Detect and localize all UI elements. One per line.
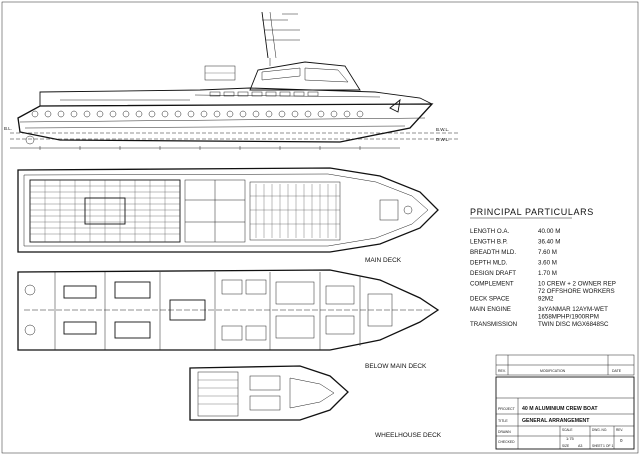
particular-value: 72 OFFSHORE WORKERS [538, 288, 615, 295]
particular-label: DEPTH MLD. [470, 260, 508, 267]
wheelhouse-deck-label: WHEELHOUSE DECK [375, 432, 442, 439]
particular-label: COMPLEMENT [470, 281, 514, 288]
particular-value: 1658MPHP/1900RPM [538, 314, 599, 321]
below-main-deck-plan [17, 269, 440, 351]
drawn-label: DRAWN [498, 430, 511, 434]
particular-label: LENGTH B.P. [470, 239, 508, 246]
wheelhouse-deck-plan [189, 365, 349, 421]
particular-label: DECK SPACE [470, 296, 509, 303]
particular-value: 3.60 M [538, 260, 557, 267]
particulars-table: LENGTH O.A. 40.00 M LENGTH B.P. 36.40 M BREA… [470, 228, 616, 328]
principal-particulars-heading: PRINCIPAL PARTICULARS [470, 207, 594, 217]
particular-value: 3xYANMAR 12AYM-WET [538, 306, 608, 313]
particular-label: BREADTH MLD. [470, 249, 516, 256]
size-label: SIZE [562, 444, 569, 448]
rev-col-desc: MODIFICATION [540, 369, 566, 373]
particular-label: LENGTH O.A. [470, 228, 509, 235]
project-name: 40 M ALUMINIUM CREW BOAT [522, 406, 598, 412]
principal-particulars: PRINCIPAL PARTICULARS LENGTH O.A. 40.00 M… [470, 207, 616, 328]
particular-value: 7.60 M [538, 249, 557, 256]
below-main-deck-label: BELOW MAIN DECK [365, 363, 427, 370]
rev-value: 0 [620, 438, 623, 443]
dwl-mark: D.W.L. [436, 137, 450, 142]
rev-col-rev: REV. [498, 369, 506, 373]
revision-table: REV. MODIFICATION DATE [495, 354, 635, 376]
particular-value: 1.70 M [538, 270, 557, 277]
bl-mark: B.L. [4, 126, 12, 131]
bwl-mark: B.W.L. [436, 127, 449, 132]
title-block: PROJECT 40 M ALUMINIUM CREW BOAT TITLE G… [495, 376, 635, 450]
particular-value: 10 CREW + 2 OWNER REP [538, 281, 616, 288]
sheet-value: 1 OF 1 [603, 444, 613, 448]
rev-col-date: DATE [612, 369, 622, 373]
sheet-label: SHEET [592, 444, 603, 448]
title-label: TITLE [498, 419, 508, 423]
profile-view [10, 11, 460, 150]
particular-label: DESIGN DRAFT [470, 270, 516, 277]
scale-value: 1:75 [566, 436, 575, 441]
particular-value: 92M2 [538, 296, 554, 303]
particular-label: MAIN ENGINE [470, 306, 511, 313]
main-deck-label: MAIN DECK [365, 257, 402, 264]
dwg-no-label: DWG. NO. [592, 428, 607, 432]
particular-value: 36.40 M [538, 239, 560, 246]
size-value: A3 [578, 444, 582, 448]
particular-value: TWIN DISC MGX6848SC [538, 321, 609, 328]
particular-label: TRANSMISSION [470, 321, 517, 328]
drawing-title: GENERAL ARRANGEMENT [522, 418, 590, 424]
project-label: PROJECT [498, 407, 516, 411]
checked-label: CHECKED [498, 440, 515, 444]
main-deck-plan [17, 167, 439, 253]
scale-label: SCALE [562, 428, 572, 432]
particular-value: 40.00 M [538, 228, 560, 235]
rev-label: REV. [616, 428, 623, 432]
